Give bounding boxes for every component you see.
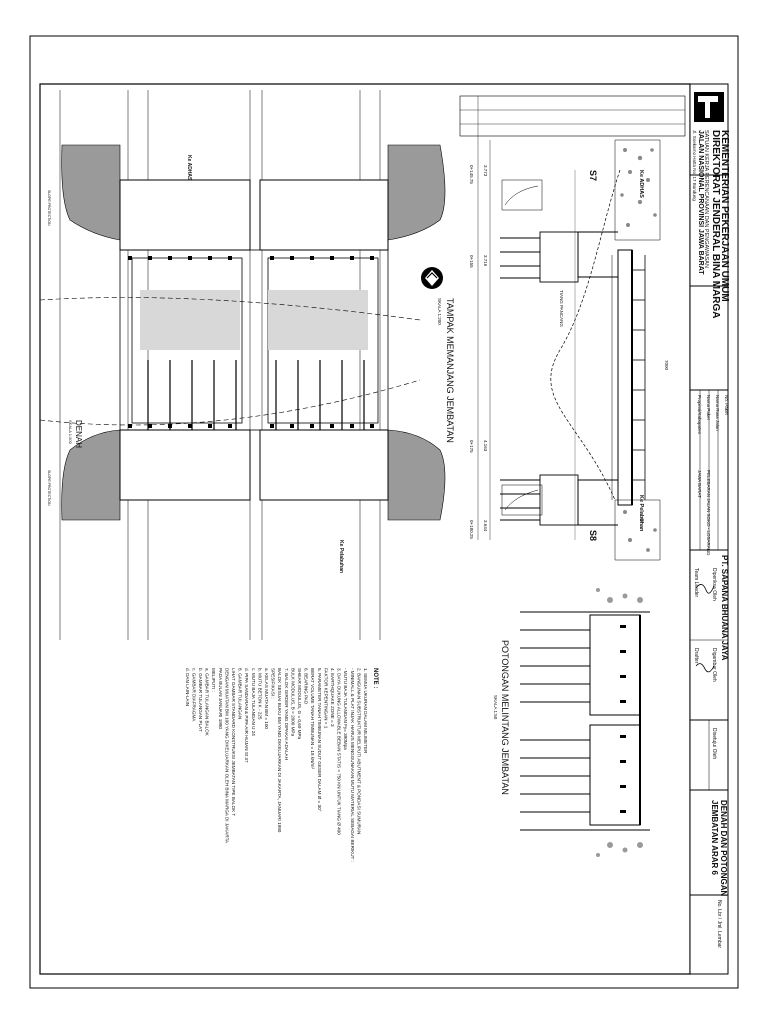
field-value-3: PELEBARAN JALAN SOKO - LOSARANG	[706, 470, 711, 556]
note-line: SPESIFIKASI :	[271, 668, 276, 699]
boring-label-left: S7	[588, 170, 598, 181]
plan-title: DENAH	[74, 420, 83, 448]
ministry-logo-icon	[694, 92, 724, 122]
sta-label-4: 0+180.25	[469, 520, 474, 539]
pile-note: TIANG PANCANG	[559, 290, 564, 327]
note-line: FAKTOR KEPENTINGAN = 1	[323, 668, 328, 729]
note-line: 5. PARAMETER TANAH TIMBUNAN SUDUT GESER …	[317, 668, 322, 812]
note-line: 1. SEMUA UKURAN DALAM MILIMETER	[363, 668, 368, 754]
elevation-scale: SKALA 1:200	[437, 298, 442, 325]
note-line: b. MUTU BETON K - 225	[257, 668, 262, 720]
plan-view: Ke ADHAS Ke Pelabuhan SLOPE PROTECTION S…	[39, 90, 446, 640]
cross-section-scale: SKALA 1:50	[493, 695, 498, 720]
signature-scribble-1	[695, 584, 715, 594]
note-line: MELIPUTI :	[211, 668, 216, 692]
note-line: - MINIMALL & PLAT INJAK HARUS MENGGUNAKA…	[350, 668, 355, 862]
direction-north-elev: Ke ADHAS	[638, 170, 644, 198]
boring-log-s7	[501, 179, 543, 211]
slope-protection-label-2: SLOPE PROTECTION	[47, 470, 51, 506]
note-line: d. DAN LAIN-LAIN	[185, 668, 190, 706]
cross-section-title: POTONGAN MELINTANG JEMBATAN	[500, 640, 510, 795]
unit-line2: JALAN NASIONAL PROVINSI JAWA BARAT	[697, 130, 704, 275]
field-label-4: Propinsi/Kabupaten	[697, 395, 702, 435]
field-value-4: JAWA BARAT	[697, 470, 702, 498]
sig-name-2: Drafter	[693, 648, 699, 664]
title-block: KEMENTERIAN PEKERJAAN UMUM DIREKTORAT JE…	[689, 83, 730, 975]
slope-protection-label-1: SLOPE PROTECTION	[47, 190, 51, 226]
field-label-2: Nama Ruas Jalan	[715, 395, 720, 431]
note-line: d. PIPA SANDARAN & PIPA AIR HUJAN St 37	[244, 668, 249, 763]
direction-south-plan: Ke Pelabuhan	[338, 540, 344, 573]
outer-frame	[29, 35, 739, 989]
rock-hatch	[620, 148, 657, 552]
sheet-number: No. Lbr / Jml. Lembar	[716, 900, 722, 948]
note-line: - MUTU BAJA TULANGAN Fy= 390Mpa	[343, 668, 348, 750]
note-line: a. GAMBAR TULANGAN BALOK	[205, 668, 210, 737]
note-line: LIHAT GAMBAR STANDARD KONSTRUKSI JEMBATA…	[231, 668, 236, 816]
boring-label-right: S8	[588, 530, 598, 541]
elev-label-3: 4.163	[483, 440, 488, 452]
north-arrow-icon	[421, 267, 443, 289]
note-line: SHEAR MODULUS, G = 0,69 MPa	[297, 668, 302, 740]
field-label-1: No. Paket	[724, 395, 729, 416]
note-line: BULK MODULUS, B = 2000 MPa	[290, 668, 295, 736]
sig-role-1: Diperiksa Oleh	[711, 568, 717, 601]
note-line: c. MUTU BAJA TULANGAN U 24	[251, 668, 256, 736]
note-line: 7. BALOK GIRDER YANG DIPAKAI ADALAH	[284, 668, 289, 760]
cross-section-view: POTONGAN MELINTANG JEMBATAN SKALA 1:50	[493, 588, 650, 857]
note-line: BERAT VOLUME TANAH TIMBUNAN = 18 kN/m³	[310, 668, 315, 770]
note-line: b. GAMBAR TULANGAN PLAT	[198, 668, 203, 732]
consultant-name: PT. SAPANA BHUANA JAYA	[720, 555, 729, 661]
note-line: a. KELAS MUATAN BM = 100	[264, 668, 269, 729]
notes-heading: NOTE :	[372, 668, 378, 688]
note-line: 2. BANGUNAN SUBSTRUKTUR MELIPUTI ABUTMEN…	[356, 668, 361, 834]
sta-label-3: 0+175	[469, 440, 474, 453]
note-line: 8. GAMBAR TULANGAN	[238, 668, 243, 719]
note-line: DENGAN MUATAN BM 100 YANG DIKELUARKAN OL…	[224, 668, 229, 844]
sig-role-3: Disetujui Oleh	[711, 728, 717, 759]
elev-label-4: 3.644	[483, 520, 488, 532]
direction-south-elev: Ke Pelabuhan	[638, 495, 644, 532]
drawing-title-line1: DENAH DAN POTONGAN	[719, 800, 728, 897]
sta-label-2: 0+155	[469, 255, 474, 268]
plan-scale: SKALA 1:200	[68, 420, 73, 445]
elev-label-2: 3.716	[483, 255, 488, 267]
note-line: 3. DAYA DUKUNG ALLOWABLE BEBAN STATIS = …	[337, 668, 342, 835]
note-line: c. GAMBAR DIAFRAGMA	[191, 668, 196, 722]
ministry-line2: DIREKTORAT JENDERAL BINA MARGA	[710, 130, 721, 319]
notes-block: NOTE : 1. SEMUA UKURAN DALAM MILIMETER2.…	[185, 668, 378, 862]
field-label-3: Nama Paket	[706, 395, 711, 421]
unit-line1: SATUAN KERJA PERENCANAAN DAN PENGAWASAN	[703, 130, 709, 268]
elevation-view: S7 S8 Ke ADHAS Ke Pelabuhan 0+145.75 0+1…	[437, 95, 686, 561]
sig-name-1: Team Leader	[693, 568, 699, 598]
boring-log-s8	[501, 484, 543, 516]
direction-north-plan: Ke ADHAS	[186, 155, 192, 181]
note-line: 4. EARTHQUAKE ZONE = 3	[330, 668, 335, 727]
note-line: BALOK SESUAI BUKU BM YANG DIKELUARKAN DI…	[277, 668, 282, 833]
note-line: 6. BEARING PAD	[304, 668, 309, 705]
ministry-line1: KEMENTERIAN PEKERJAAN UMUM	[719, 130, 730, 302]
sta-label-1: 0+145.75	[469, 165, 474, 184]
address-line: Jl. Soekarno Hatta No. 17 Bandung	[692, 130, 697, 201]
elev-label-1: 3.773	[483, 165, 488, 177]
signature-scribble-2	[695, 663, 715, 673]
drawing-title-line2: JEMBATAN ARAR 6	[710, 800, 719, 876]
sig-role-2: Digambar Oleh	[711, 648, 717, 682]
span-dimension: 7000	[664, 360, 669, 371]
note-line: PADA BULAN JANUARI 1980	[218, 668, 223, 729]
elevation-title: TAMPAK MEMANJANG JEMBATAN	[445, 298, 455, 443]
